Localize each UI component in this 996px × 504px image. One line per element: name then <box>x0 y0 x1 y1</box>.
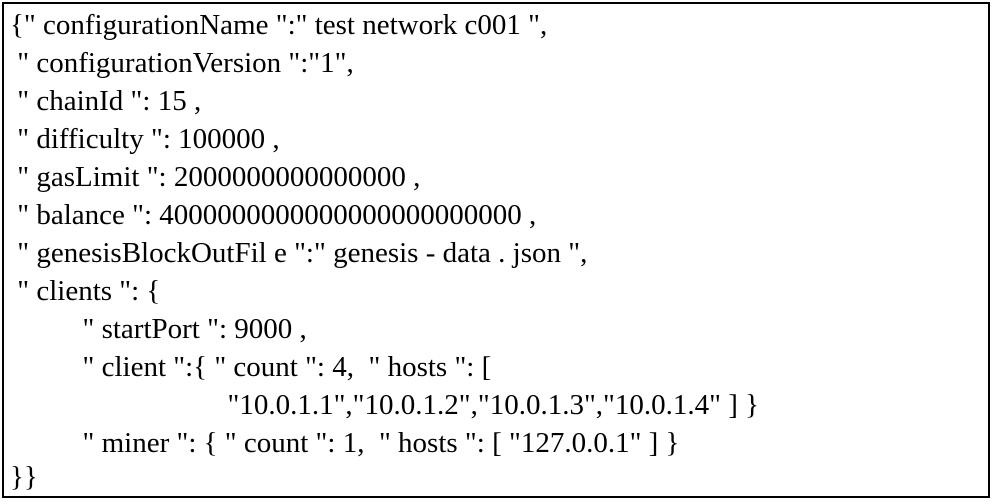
config-line-5: " gasLimit ": 2000000000000000 , <box>10 161 421 193</box>
config-line-9: " startPort ": 9000 , <box>10 313 307 345</box>
config-line-8: " clients ": { <box>10 275 161 307</box>
config-json-box: {" configurationName ":" test network c0… <box>2 2 990 498</box>
config-line-1: {" configurationName ":" test network c0… <box>10 9 548 41</box>
config-line-3: " chainId ": 15 , <box>10 85 202 117</box>
config-line-10: " client ":{ " count ": 4, " hosts ": [ <box>10 351 492 383</box>
config-line-7: " genesisBlockOutFil e ":" genesis - dat… <box>10 237 588 269</box>
config-line-2: " configurationVersion ":"1", <box>10 47 354 79</box>
config-line-12: " miner ": { " count ": 1, " hosts ": [ … <box>10 427 680 459</box>
config-line-13: }} <box>10 461 38 493</box>
config-line-11: "10.0.1.1","10.0.1.2","10.0.1.3","10.0.1… <box>10 389 760 421</box>
config-line-4: " difficulty ": 100000 , <box>10 123 280 155</box>
config-line-6: " balance ": 4000000000000000000000000 , <box>10 199 537 231</box>
